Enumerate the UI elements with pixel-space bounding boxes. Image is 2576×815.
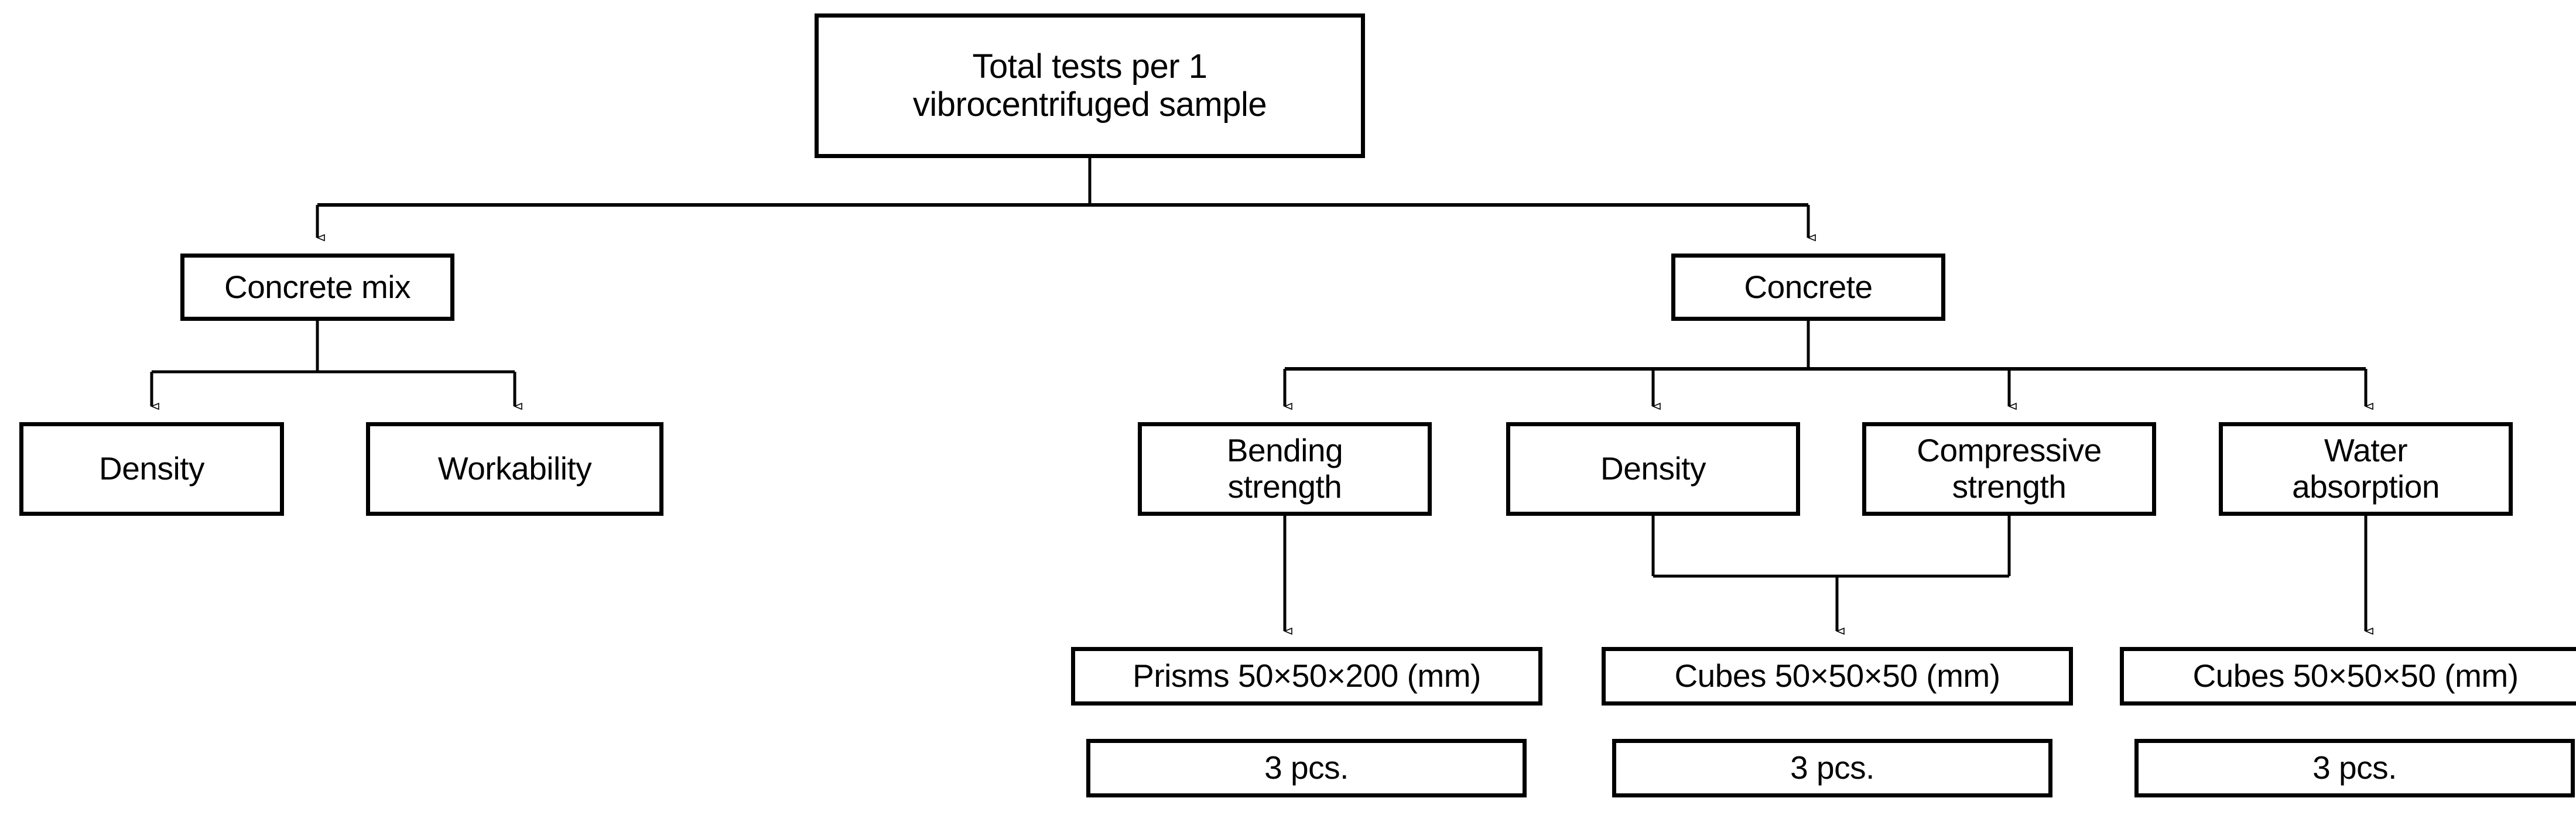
node-prisms-count[interactable]: 3 pcs.: [1086, 739, 1527, 797]
node-cubes-specimen-2-label: Cubes 50×50×50 (mm): [2192, 658, 2519, 694]
node-total-tests[interactable]: Total tests per 1 vibrocentrifuged sampl…: [815, 13, 1365, 158]
node-compressive-strength[interactable]: Compressive strength: [1862, 422, 2156, 516]
node-bending-strength-label: Bending strength: [1226, 432, 1343, 505]
node-prisms-specimen[interactable]: Prisms 50×50×200 (mm): [1071, 647, 1542, 706]
node-cubes-specimen-1[interactable]: Cubes 50×50×50 (mm): [1602, 647, 2073, 706]
node-water-absorption[interactable]: Water absorption: [2219, 422, 2513, 516]
node-concrete-mix[interactable]: Concrete mix: [180, 254, 454, 321]
node-water-absorption-label: Water absorption: [2292, 432, 2440, 505]
node-mix-density[interactable]: Density: [19, 422, 284, 516]
node-total-tests-label: Total tests per 1 vibrocentrifuged sampl…: [912, 47, 1267, 124]
node-prisms-specimen-label: Prisms 50×50×200 (mm): [1133, 658, 1481, 694]
node-prisms-count-label: 3 pcs.: [1264, 749, 1349, 786]
node-cubes-count-1-label: 3 pcs.: [1790, 749, 1874, 786]
node-concrete-density-label: Density: [1600, 450, 1706, 487]
node-concrete[interactable]: Concrete: [1671, 254, 1945, 321]
node-cubes-count-2[interactable]: 3 pcs.: [2134, 739, 2575, 797]
node-mix-density-label: Density: [99, 450, 204, 487]
node-cubes-count-2-label: 3 pcs.: [2312, 749, 2397, 786]
node-mix-workability[interactable]: Workability: [366, 422, 663, 516]
node-concrete-density[interactable]: Density: [1506, 422, 1800, 516]
node-cubes-count-1[interactable]: 3 pcs.: [1612, 739, 2052, 797]
node-concrete-label: Concrete: [1744, 268, 1873, 305]
node-compressive-strength-label: Compressive strength: [1917, 432, 2102, 505]
node-mix-workability-label: Workability: [437, 450, 592, 487]
node-concrete-mix-label: Concrete mix: [224, 268, 410, 305]
node-cubes-specimen-1-label: Cubes 50×50×50 (mm): [1674, 658, 2000, 694]
node-bending-strength[interactable]: Bending strength: [1138, 422, 1432, 516]
node-cubes-specimen-2[interactable]: Cubes 50×50×50 (mm): [2120, 647, 2576, 706]
